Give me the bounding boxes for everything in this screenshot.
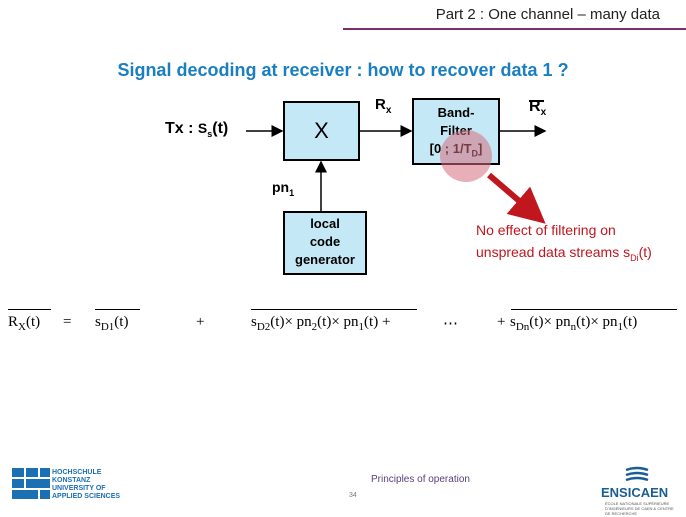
equation-term-1: sD1(t) <box>95 314 129 333</box>
equation-equals: = <box>63 314 72 330</box>
filter-highlight <box>440 130 492 182</box>
equation-plus-1: + <box>196 314 205 330</box>
equation-lhs: RX(t) <box>8 314 41 333</box>
equation-dots: ⋯ <box>443 316 458 332</box>
hochschule-logo-text: HOCHSCHULE KONSTANZ UNIVERSITY OF APPLIE… <box>52 469 121 500</box>
header-rule <box>343 28 686 30</box>
page-number: 34 <box>349 492 357 499</box>
callout-arrow <box>487 172 546 224</box>
code-line-2: code <box>309 234 341 249</box>
tx-label: Tx : Ss(t) <box>165 120 229 140</box>
code-line-3: generator <box>295 252 355 267</box>
overline-term2 <box>251 309 417 310</box>
ensicaen-logo-text: ENSICAEN <box>601 485 669 500</box>
overline-rx <box>8 309 51 310</box>
footer-topic: Principles of operation <box>371 474 470 485</box>
mixer-label: X <box>314 118 329 143</box>
code-line-1: local <box>310 216 340 231</box>
equation-plus-n: + <box>497 314 506 330</box>
slide-title: Signal decoding at receiver : how to rec… <box>117 60 569 80</box>
hochschule-logo-icon <box>12 468 50 499</box>
filter-line-1: Band- <box>437 105 475 120</box>
local-code-generator-box: local code generator <box>283 211 367 275</box>
equation-term-2: sD2(t)× pn2(t)× pn1(t) + <box>251 314 391 333</box>
overline-term1 <box>95 309 140 310</box>
rx-mid-label: Rx <box>375 96 392 116</box>
ensicaen-logo-icon <box>625 466 649 482</box>
part-title: Part 2 : One channel – many data <box>435 6 660 23</box>
mixer-box: X <box>283 101 360 161</box>
rx-output-label: Rx <box>529 98 547 119</box>
pn1-label: pn1 <box>272 179 295 198</box>
equation-term-n: sDn(t)× pnn(t)× pn1(t) <box>510 314 638 333</box>
ensicaen-logo-subtext: ÉCOLE NATIONALE SUPÉRIEURE D'INGÉNIEURS … <box>605 501 674 516</box>
overline-term-n <box>511 309 677 310</box>
callout-text: No effect of filtering on unspread data … <box>476 222 652 263</box>
